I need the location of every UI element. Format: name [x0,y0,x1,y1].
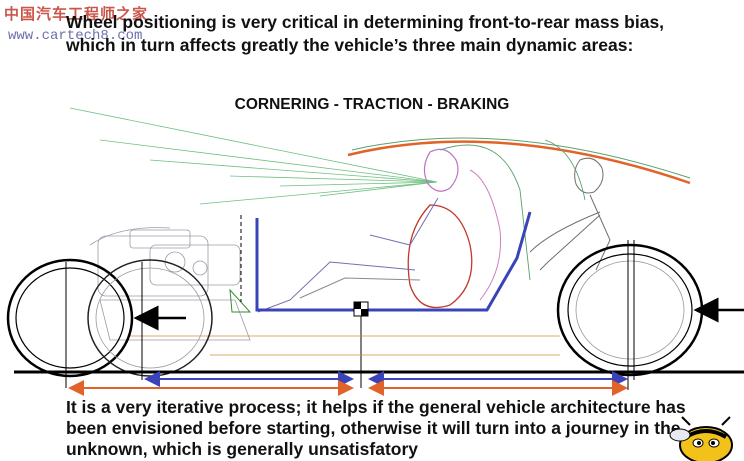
front-mechanical-sketch [89,227,251,341]
intro-text: Wheel positioning is very critical in de… [66,12,665,55]
rear-wheel [556,240,704,390]
dimension-arrows [68,371,628,396]
chassis-outline [255,211,532,312]
outro-text: It is a very iterative process; it helps… [66,397,686,459]
watermark-site-name: 中国汽车工程师之家 [4,5,149,23]
driver-figure [229,148,502,313]
rear-passenger-figure [529,157,611,271]
seat-outline [439,139,586,281]
yellow-jacket-mascot-icon [669,416,733,461]
sightlines [69,107,438,205]
diagram-heading: CORNERING - TRACTION - BRAKING [234,96,510,113]
front-wheel [6,258,213,388]
center-of-gravity-marker [353,301,369,388]
roofline [347,137,691,185]
watermark-url: www.cartech8.com [8,28,143,44]
